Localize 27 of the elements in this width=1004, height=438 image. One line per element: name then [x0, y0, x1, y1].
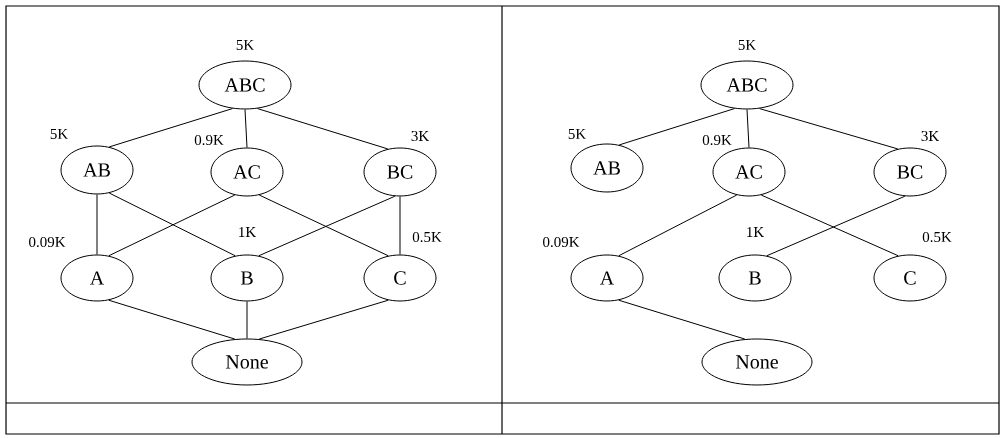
- size-label: 1K: [239, 227, 256, 237]
- size-label: 3K: [921, 130, 939, 141]
- size-label: 0.5K: [412, 231, 442, 243]
- connector-line: [108, 299, 236, 340]
- connector-line: [257, 108, 389, 150]
- size-label: 5K: [50, 129, 69, 139]
- connector-line: [244, 109, 248, 148]
- connector-line: [618, 299, 746, 340]
- connector-line: [96, 194, 98, 255]
- connector-line: [759, 108, 899, 150]
- connector-line: [246, 301, 248, 339]
- size-label: 0.09K: [29, 236, 66, 248]
- size-label: 0.9K: [194, 134, 224, 146]
- connector-line: [618, 194, 738, 257]
- size-label: 0.09K: [543, 236, 580, 248]
- connector-line: [108, 108, 233, 148]
- connector-line: [258, 299, 389, 340]
- connector-line: [746, 109, 750, 148]
- size-label: 1K: [747, 227, 764, 237]
- connector-line: [399, 196, 401, 255]
- size-label: 3K: [411, 130, 429, 141]
- size-label: 0.5K: [922, 231, 952, 243]
- size-label: 0.9K: [702, 134, 732, 146]
- connector-line: [618, 108, 735, 146]
- size-label: 5K: [568, 129, 586, 139]
- size-label: 5K: [236, 40, 254, 50]
- size-label: 5K: [738, 40, 756, 50]
